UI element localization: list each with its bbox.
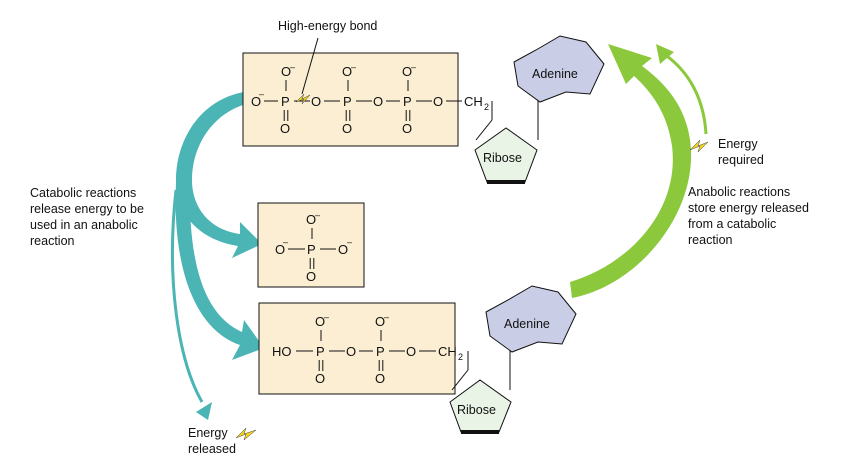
svg-text:Catabolic reactions: Catabolic reactions xyxy=(30,186,136,200)
charge: – xyxy=(259,89,264,99)
atom-ch: CH xyxy=(464,94,483,109)
atom-o: O xyxy=(281,64,291,79)
atom-p: P xyxy=(403,94,412,109)
atom-o: O xyxy=(375,371,385,386)
atom-o: O xyxy=(373,94,383,109)
atom-o: O xyxy=(342,64,352,79)
atom-o: O xyxy=(280,121,290,136)
svg-text:Anabolic reactions: Anabolic reactions xyxy=(688,185,790,199)
atom-o: O xyxy=(402,64,412,79)
charge: – xyxy=(315,210,320,220)
catabolic-arrow-upper xyxy=(176,92,262,258)
lightning-icon xyxy=(689,139,709,153)
ribose-ring xyxy=(474,127,538,183)
adp-phosphate-box xyxy=(258,302,456,395)
atom-o: O xyxy=(306,212,316,227)
charge: – xyxy=(347,237,352,247)
atom-o: O xyxy=(402,121,412,136)
atp-phosphates: O – P O – O O P O – O O P O – O O CH 2 xyxy=(251,62,489,136)
ribose-ring xyxy=(449,379,512,433)
high-energy-bond-leader xyxy=(301,37,319,95)
charge: – xyxy=(351,62,356,72)
charge: – xyxy=(283,237,288,247)
charge: – xyxy=(290,62,295,72)
atom-o: O xyxy=(338,242,348,257)
svg-text:store energy released: store energy released xyxy=(688,201,809,215)
energy-released-arrow xyxy=(171,189,204,403)
lightning-icon xyxy=(295,93,311,105)
atom-p: P xyxy=(376,344,385,359)
atom-p: P xyxy=(343,94,352,109)
atom-o: O xyxy=(315,371,325,386)
charge: – xyxy=(324,312,329,322)
adenine-label: Adenine xyxy=(532,67,578,81)
adp-nucleoside: Ribose Adenine xyxy=(449,285,577,434)
svg-text:released: released xyxy=(188,442,236,456)
energy-released-arrowhead xyxy=(196,402,212,420)
free-phosphate: O – P O – O O – xyxy=(275,210,352,284)
catabolic-arrow-lower xyxy=(175,182,264,360)
svg-text:Energy: Energy xyxy=(718,137,758,151)
svg-text:from a catabolic: from a catabolic xyxy=(688,217,776,231)
atom-o: O xyxy=(306,269,316,284)
charge: – xyxy=(384,312,389,322)
energy-released-label: Energy released xyxy=(188,426,257,456)
adp-phosphates: HO P O – O O P O – O O CH 2 xyxy=(272,312,463,386)
anabolic-arrow xyxy=(570,44,692,298)
catabolic-label: Catabolic reactions release energy to be… xyxy=(30,186,144,248)
atom-o: O xyxy=(375,314,385,329)
svg-text:used in an anabolic: used in an anabolic xyxy=(30,218,138,232)
atom-o: O xyxy=(311,94,321,109)
svg-text:reaction: reaction xyxy=(30,234,75,248)
adenine-shape xyxy=(485,285,577,353)
energy-required-label: Energy required xyxy=(689,137,764,167)
svg-text:reaction: reaction xyxy=(688,233,733,247)
atom-o: O xyxy=(315,314,325,329)
atom-o: O xyxy=(275,242,285,257)
adenine-label: Adenine xyxy=(504,317,550,331)
energy-required-arrowhead xyxy=(656,44,674,64)
atom-p: P xyxy=(316,344,325,359)
charge: – xyxy=(411,62,416,72)
atp-nucleoside: Ribose Adenine xyxy=(474,35,605,184)
atom-o: O xyxy=(342,121,352,136)
ribose-label: Ribose xyxy=(483,151,522,165)
atom-p: P xyxy=(281,94,290,109)
atom-ch: CH xyxy=(438,344,457,359)
atom-o: O xyxy=(251,94,261,109)
atom-ho: HO xyxy=(272,344,292,359)
atom-p: P xyxy=(307,242,316,257)
atp-phosphate-box xyxy=(242,52,459,147)
ribose-label: Ribose xyxy=(457,403,496,417)
atom-o: O xyxy=(433,94,443,109)
svg-text:release energy to be: release energy to be xyxy=(30,202,144,216)
adenine-shape xyxy=(513,35,605,103)
atom-o: O xyxy=(346,344,356,359)
phosphate-box xyxy=(257,202,365,288)
atom-o: O xyxy=(406,344,416,359)
anabolic-label: Anabolic reactions store energy released… xyxy=(688,185,809,247)
energy-required-arrow xyxy=(663,52,708,135)
svg-text:Energy: Energy xyxy=(188,426,228,440)
high-energy-bond-label: High-energy bond xyxy=(278,19,377,33)
subscript: 2 xyxy=(458,352,463,362)
lightning-icon xyxy=(235,427,257,441)
svg-text:required: required xyxy=(718,153,764,167)
subscript: 2 xyxy=(484,102,489,112)
